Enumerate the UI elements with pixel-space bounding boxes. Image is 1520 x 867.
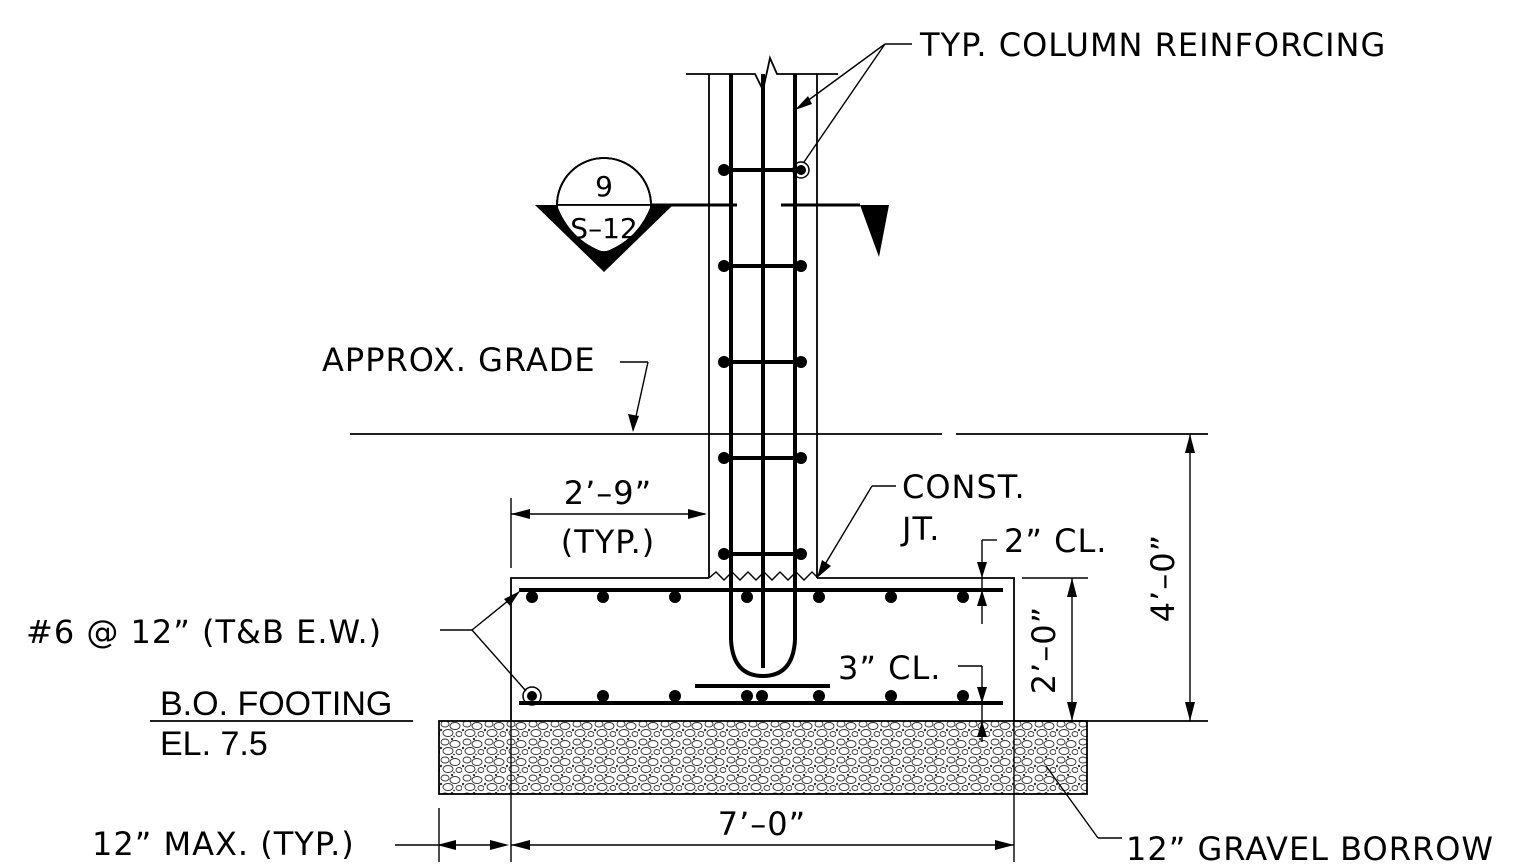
column-reinforcing-label: TYP. COLUMN REINFORCING bbox=[919, 26, 1386, 64]
dim-4-0 bbox=[1185, 434, 1195, 721]
const-jt-label-1: CONST. bbox=[902, 468, 1026, 506]
footing-reinforcing bbox=[519, 588, 1003, 706]
dim-2-9-typ-label: (TYP.) bbox=[561, 523, 656, 561]
section-tag-number: 9 bbox=[595, 170, 613, 203]
bo-footing-elevation: EL. 7.5 bbox=[160, 725, 268, 763]
gravel-borrow-leader bbox=[1045, 765, 1122, 839]
column-reinforcing bbox=[695, 74, 830, 688]
dim-4-0-label: 4’–0” bbox=[1144, 534, 1182, 622]
three-inch-clear-dim bbox=[958, 665, 987, 742]
column-reinforcing-leader bbox=[794, 43, 912, 163]
footing-bars-leader bbox=[440, 591, 527, 692]
approx-grade-label: APPROX. GRADE bbox=[322, 341, 596, 379]
dim-2-9 bbox=[510, 498, 707, 568]
dim-7-0-label: 7’–0” bbox=[718, 805, 806, 843]
dim-2-0 bbox=[1022, 577, 1088, 721]
bo-footing-label: B.O. FOOTING bbox=[160, 685, 392, 723]
dim-2-0-label: 2’–0” bbox=[1025, 606, 1063, 694]
dim-2-9-label: 2’–9” bbox=[564, 474, 652, 512]
const-jt-label-2: JT. bbox=[900, 510, 940, 548]
gravel-borrow-layer bbox=[438, 720, 1088, 795]
section-tag-sheet: S–12 bbox=[570, 212, 637, 245]
two-inch-clear-dim bbox=[972, 539, 1002, 624]
approx-grade-leader bbox=[620, 361, 649, 432]
footing-bars-label: #6 @ 12” (T&B E.W.) bbox=[26, 613, 382, 651]
three-inch-clear-label: 3” CL. bbox=[838, 649, 941, 687]
max-typ-dim bbox=[395, 808, 509, 862]
gravel-borrow-label: 12” GRAVEL BORROW bbox=[1126, 830, 1494, 867]
max-typ-label: 12” MAX. (TYP.) bbox=[92, 825, 355, 863]
const-jt-leader bbox=[817, 485, 896, 578]
dim-7-0 bbox=[510, 721, 1015, 862]
two-inch-clear-label: 2” CL. bbox=[1004, 522, 1107, 560]
section-cut-marker: 9 S–12 bbox=[535, 157, 889, 272]
